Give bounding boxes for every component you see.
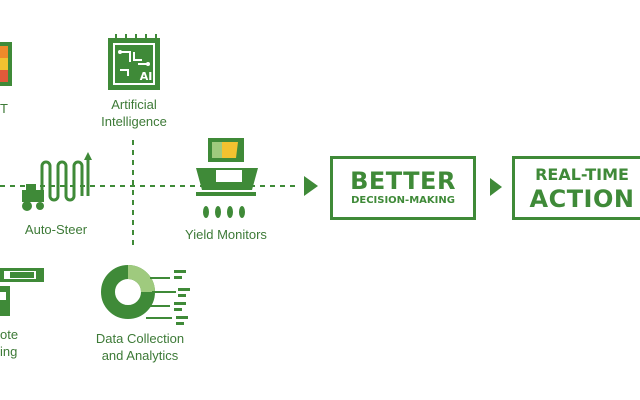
left-top-text: T <box>0 101 8 116</box>
remote-label-line1: ote <box>0 327 19 342</box>
remote-sensing-icon <box>0 268 44 316</box>
data-label-line2: and Analytics <box>101 348 179 363</box>
arrow-right-icon <box>304 176 502 196</box>
remote-label-line2: ing <box>0 344 18 359</box>
sensor-gauge-icon <box>0 42 12 86</box>
ai-label: Artificial Intelligence <box>84 96 184 130</box>
svg-text:AI: AI <box>140 70 153 83</box>
realtime-title: REAL-TIME <box>535 165 629 184</box>
yield-monitors-text: Yield Monitors <box>185 227 267 242</box>
realtime-action-box: REAL-TIME ACTION <box>512 156 640 220</box>
ai-chip-icon: AI <box>108 34 160 90</box>
data-label-line1: Data Collection <box>95 331 185 346</box>
combine-harvester-icon <box>196 138 258 218</box>
remote-sensing-label: ote ing <box>0 326 20 360</box>
left-top-label: T <box>0 100 10 117</box>
data-collection-label: Data Collection and Analytics <box>80 330 200 364</box>
donut-analytics-icon <box>101 265 190 325</box>
ai-label-line2: Intelligence <box>101 114 167 129</box>
better-title: BETTER <box>350 167 456 195</box>
auto-steer-label: Auto-Steer <box>6 221 106 238</box>
better-decision-box: BETTER DECISION-MAKING <box>330 156 476 220</box>
tractor-auto-steer-icon <box>22 152 92 211</box>
auto-steer-text: Auto-Steer <box>24 222 88 237</box>
yield-monitors-label: Yield Monitors <box>176 226 276 243</box>
action-title: ACTION <box>529 185 635 213</box>
ai-label-line1: Artificial <box>111 97 157 112</box>
better-subtitle: DECISION-MAKING <box>351 195 455 206</box>
